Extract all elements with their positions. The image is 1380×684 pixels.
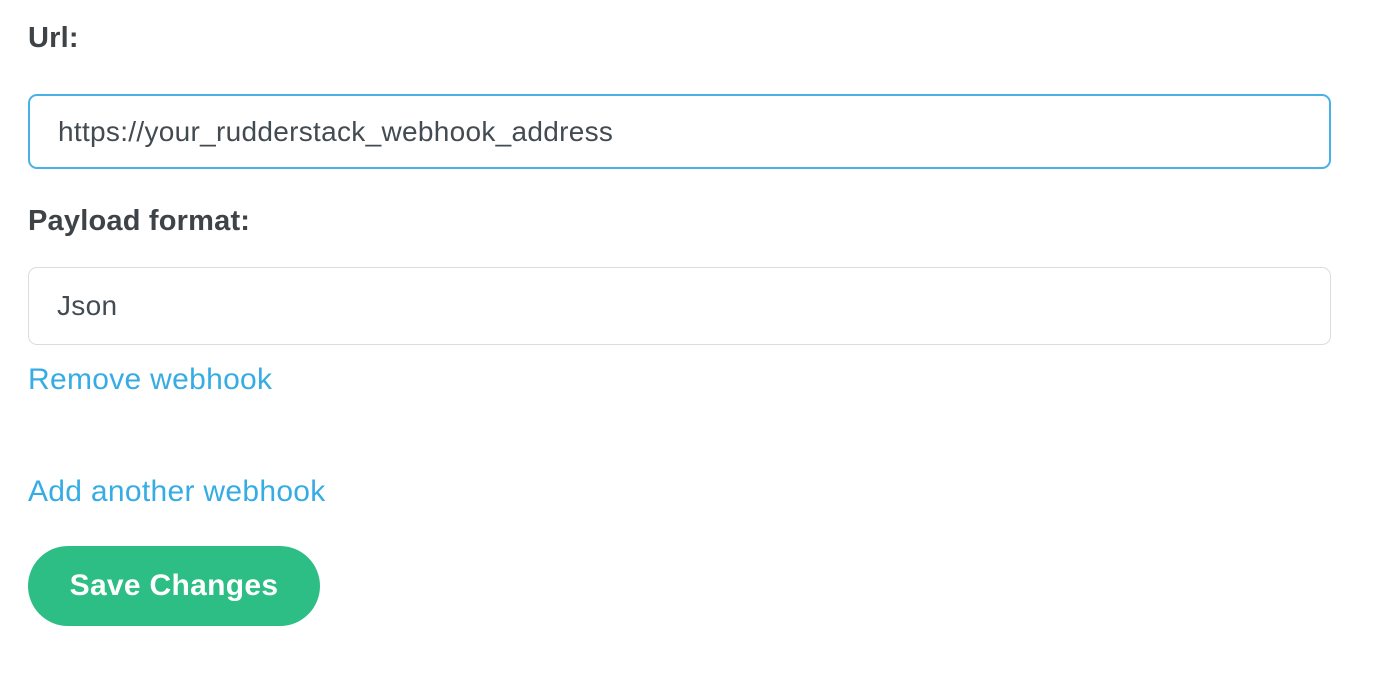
save-changes-button[interactable]: Save Changes bbox=[28, 546, 320, 626]
payload-format-input[interactable] bbox=[28, 267, 1331, 345]
url-label: Url: bbox=[28, 22, 79, 54]
url-input[interactable] bbox=[28, 94, 1331, 169]
remove-webhook-link[interactable]: Remove webhook bbox=[28, 363, 273, 396]
webhook-settings-form: Url: Payload format: Remove webhook Add … bbox=[28, 22, 1331, 626]
add-another-webhook-link[interactable]: Add another webhook bbox=[28, 475, 326, 508]
payload-format-label: Payload format: bbox=[28, 205, 251, 237]
